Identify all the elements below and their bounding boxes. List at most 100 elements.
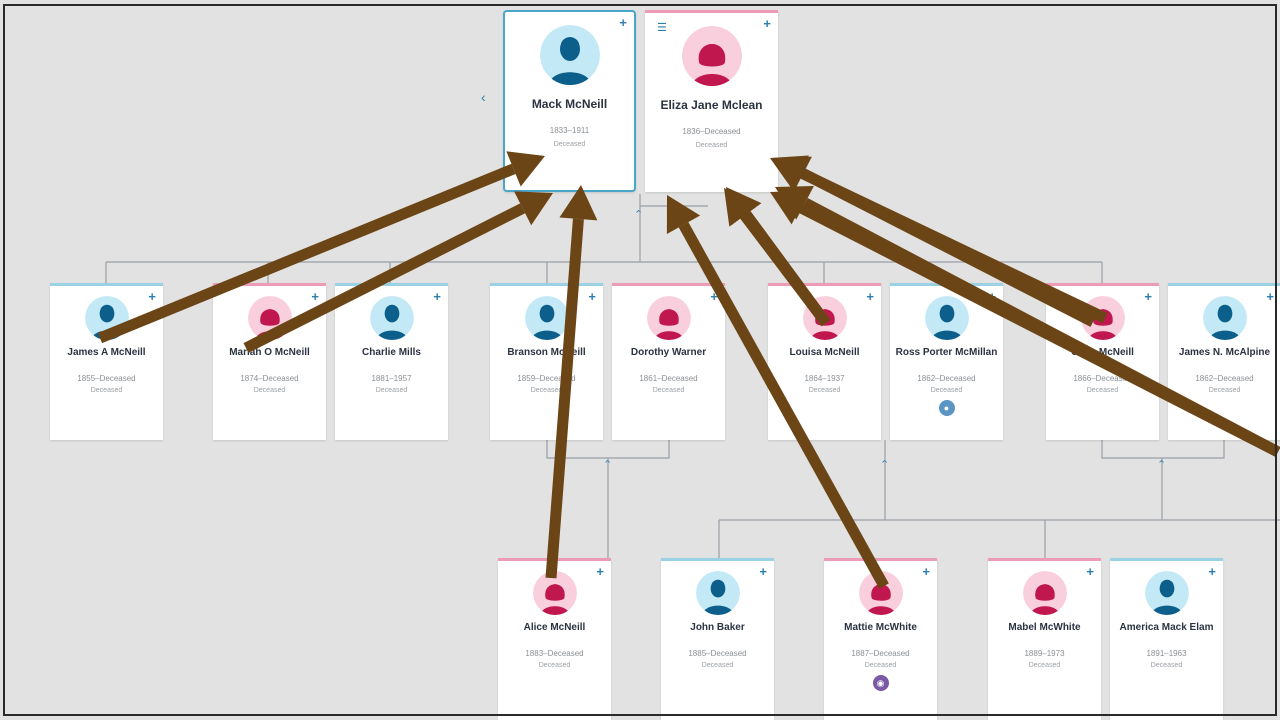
person-status: Deceased: [1086, 387, 1119, 394]
add-relative-icon[interactable]: +: [988, 289, 996, 304]
person-lifespan: 1887–Deceased: [851, 649, 910, 658]
person-name[interactable]: James A McNeill: [67, 347, 146, 358]
add-relative-icon[interactable]: +: [1144, 289, 1152, 304]
add-relative-icon[interactable]: +: [1086, 564, 1094, 579]
person-status: Deceased: [538, 662, 571, 669]
person-lifespan: 1883–Deceased: [525, 649, 584, 658]
person-name[interactable]: Branson McNeill: [507, 347, 586, 358]
add-relative-icon[interactable]: +: [311, 289, 319, 304]
add-relative-icon[interactable]: +: [619, 15, 627, 30]
person-status: Deceased: [701, 662, 734, 669]
memory-badge-icon[interactable]: ●: [938, 400, 955, 416]
person-silhouette-icon: [524, 296, 569, 340]
person-name[interactable]: Clara McNeill: [1071, 347, 1134, 358]
person-name[interactable]: Ross Porter McMillan: [895, 347, 998, 358]
person-lifespan: 1891–1963: [1146, 649, 1187, 658]
person-name[interactable]: America Mack Elam: [1119, 622, 1214, 633]
person-silhouette-icon: [369, 296, 414, 340]
person-status: Deceased: [253, 387, 286, 394]
person-silhouette-icon: [247, 296, 292, 340]
person-name[interactable]: Louisa McNeill: [789, 347, 860, 358]
person-silhouette-icon: [1202, 296, 1247, 340]
add-relative-icon[interactable]: +: [596, 564, 604, 579]
add-relative-icon[interactable]: +: [1266, 289, 1274, 304]
person-name[interactable]: Mack McNeill: [531, 97, 608, 111]
person-status: Deceased: [375, 387, 408, 394]
person-status: Deceased: [1028, 662, 1061, 669]
person-silhouette-icon: [695, 571, 740, 615]
person-status: Deceased: [553, 141, 586, 148]
add-relative-icon[interactable]: +: [588, 289, 596, 304]
person-lifespan: 1862–Deceased: [1195, 374, 1254, 383]
person-lifespan: 1874–Deceased: [240, 374, 299, 383]
add-relative-icon[interactable]: +: [1208, 564, 1216, 579]
person-name[interactable]: Dorothy Warner: [630, 347, 707, 358]
person-lifespan: 1889–1973: [1024, 649, 1065, 658]
person-silhouette-icon: [646, 296, 691, 340]
person-status: Deceased: [864, 662, 897, 669]
person-name[interactable]: Mariah O McNeill: [229, 347, 310, 358]
chevron-up-icon[interactable]: ⌃: [603, 459, 613, 471]
add-relative-icon[interactable]: +: [922, 564, 930, 579]
person-name[interactable]: Charlie Mills: [362, 347, 421, 358]
add-relative-icon[interactable]: +: [148, 289, 156, 304]
chevron-up-icon[interactable]: ⌃: [634, 209, 644, 221]
person-lifespan: 1862–Deceased: [917, 374, 976, 383]
person-silhouette-icon: [532, 571, 577, 615]
person-silhouette-icon: [84, 296, 129, 340]
chevron-up-icon[interactable]: ⌃: [880, 459, 890, 471]
add-relative-icon[interactable]: +: [866, 289, 874, 304]
person-silhouette-icon: [802, 296, 847, 340]
add-relative-icon[interactable]: +: [710, 289, 718, 304]
person-lifespan: 1881–1957: [371, 374, 412, 383]
person-silhouette-icon: [924, 296, 969, 340]
chevron-up-icon[interactable]: ⌃: [1157, 459, 1167, 471]
person-name[interactable]: James N. McAlpine: [1178, 347, 1271, 358]
person-lifespan: 1836–Deceased: [682, 127, 741, 136]
person-silhouette-icon: [1080, 296, 1125, 340]
person-lifespan: 1855–Deceased: [77, 374, 136, 383]
person-name[interactable]: Mattie McWhite: [844, 622, 917, 633]
chevron-left-icon[interactable]: ‹: [481, 89, 486, 105]
add-relative-icon[interactable]: +: [433, 289, 441, 304]
person-lifespan: 1866–Deceased: [1073, 374, 1132, 383]
person-name[interactable]: Alice McNeill: [523, 622, 586, 633]
person-lifespan: 1859–Deceased: [517, 374, 576, 383]
person-status: Deceased: [652, 387, 685, 394]
person-name[interactable]: Eliza Jane Mclean: [660, 98, 763, 112]
person-silhouette-icon: [1144, 571, 1189, 615]
person-status: Deceased: [930, 387, 963, 394]
person-lifespan: 1861–Deceased: [639, 374, 698, 383]
add-relative-icon[interactable]: +: [763, 16, 771, 31]
person-lifespan: 1864–1937: [804, 374, 845, 383]
person-status: Deceased: [90, 387, 123, 394]
person-status: Deceased: [1208, 387, 1241, 394]
person-lifespan: 1885–Deceased: [688, 649, 747, 658]
person-status: Deceased: [695, 142, 728, 149]
add-relative-icon[interactable]: +: [759, 564, 767, 579]
person-lifespan: 1833–1911: [549, 126, 590, 135]
family-tree-icon[interactable]: ☰: [657, 22, 667, 34]
person-status: Deceased: [1150, 662, 1183, 669]
person-name[interactable]: John Baker: [690, 622, 745, 633]
person-status: Deceased: [530, 387, 563, 394]
person-name[interactable]: Mabel McWhite: [1008, 622, 1081, 633]
photo-badge-icon[interactable]: ◉: [872, 675, 889, 691]
